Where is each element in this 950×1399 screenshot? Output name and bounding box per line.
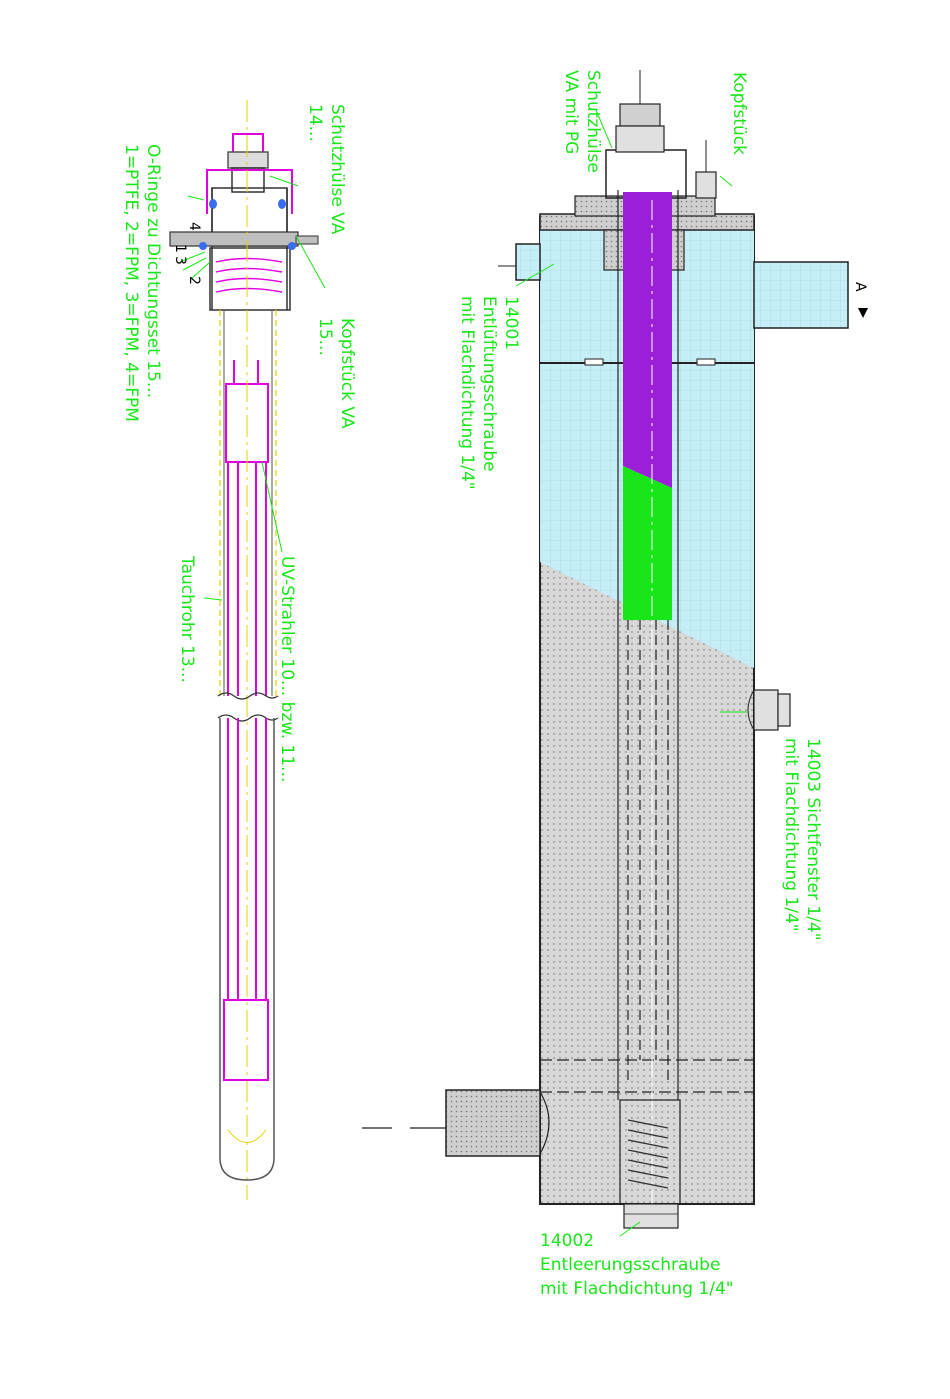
uv-lamp-lower [623,466,672,620]
label-sleeve-small: Schutzhülse VA [327,104,347,235]
uv-lamp-active [623,192,672,488]
section-arrow [858,308,868,318]
label-sleeve-big: Schutzhülse [583,70,603,173]
reactor-housing [362,70,868,1237]
spring [627,1119,669,1189]
cable-gland [227,151,269,169]
label-sight-window: 14003 Sichtfenster 1/4" [803,738,823,941]
sight-window [753,689,779,731]
label-ring-2: 2 [186,276,202,285]
label-uv-lamp: UV-Strahler 10... bzw. 11... [277,556,297,782]
label-o-rings: O-Ringe zu Dichtungsset 15... [143,144,163,398]
svg-text:mit Flachdichtung 1/4": mit Flachdichtung 1/4" [781,738,801,932]
svg-text:Entlüftungsschraube: Entlüftungsschraube [479,296,499,472]
inlet-nozzle [445,1089,541,1157]
svg-text:mit Flachdichtung 1/4": mit Flachdichtung 1/4" [457,296,477,490]
svg-text:15...: 15... [315,318,335,356]
gland-body [231,167,265,193]
label-ring-1: 1 [172,244,188,253]
label-ring-3: 3 [172,256,188,265]
head-piece-vent [695,171,717,199]
label-drain-screw: 14002 [540,1231,594,1251]
immersion-tube-lower [219,718,275,1181]
svg-text:14...: 14... [305,104,325,142]
label-section-a: A [852,282,868,292]
labels: Schutzhülse VA 14... Kopfstück VA 15... … [121,70,868,1299]
lamp-cap-top [232,133,264,155]
label-immersion-tube: Tauchrohr 13... [177,555,197,683]
head-piece-flange [169,231,299,247]
label-head-piece-small: Kopfstück VA [337,318,357,429]
o-ring-3 [199,242,207,250]
svg-text:1=PTFE, 2=FPM, 3=FPM, 4=FPM: 1=PTFE, 2=FPM, 3=FPM, 4=FPM [121,144,141,422]
label-ring-4: 4 [186,222,202,231]
lamp-assembly [169,100,326,1200]
svg-text:Entleerungsschraube: Entleerungsschraube [540,1255,720,1275]
svg-text:mit Flachdichtung 1/4": mit Flachdichtung 1/4" [540,1279,734,1299]
svg-text:VA mit PG: VA mit PG [561,70,581,154]
drain-screw [623,1203,679,1229]
uv-lamp-end [223,999,269,1081]
label-vent-screw: 14001 [501,296,521,350]
outlet-nozzle [753,261,849,329]
thread [215,257,283,293]
uv-lamp [227,462,267,696]
cable-gland-big [619,103,661,127]
label-head-piece-big: Kopfstück [729,72,749,155]
o-ring-4 [209,199,217,209]
protective-sleeve [206,169,293,214]
